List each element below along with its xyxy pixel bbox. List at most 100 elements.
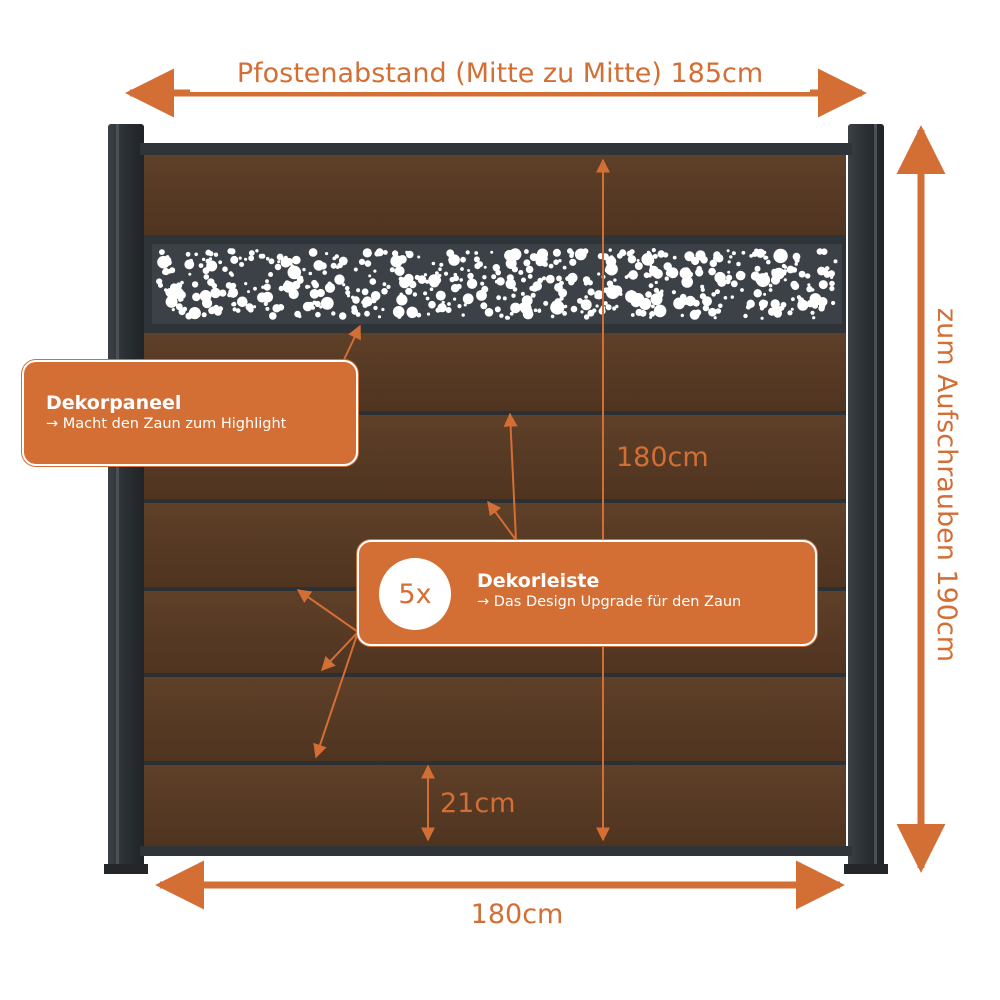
perforation-dot bbox=[496, 295, 501, 301]
perforation-dot bbox=[595, 304, 599, 308]
perforation-dot bbox=[562, 265, 567, 270]
perforation-dot bbox=[381, 307, 385, 312]
perforation-dot bbox=[480, 302, 488, 310]
perforation-dot bbox=[342, 283, 346, 287]
perforation-dot bbox=[255, 249, 259, 253]
perforation-dot bbox=[467, 272, 474, 280]
perforation-dot bbox=[447, 302, 451, 306]
perforation-dot bbox=[389, 267, 395, 273]
perforation-dot bbox=[740, 288, 744, 292]
decor-strip-2 bbox=[144, 499, 846, 503]
perforation-dot bbox=[582, 276, 591, 284]
perforation-dot bbox=[481, 285, 489, 293]
perforation-dot bbox=[218, 260, 223, 265]
perforation-dot bbox=[626, 250, 633, 257]
perforation-dot bbox=[550, 314, 555, 319]
perforation-dot bbox=[324, 282, 336, 293]
perforation-dot bbox=[247, 290, 250, 294]
perforation-dot bbox=[582, 248, 589, 255]
perforation-dot bbox=[527, 274, 533, 279]
perforation-dot bbox=[523, 306, 526, 310]
perforation-dot bbox=[315, 311, 321, 318]
perforation-dot bbox=[462, 293, 474, 305]
perforation-dot bbox=[645, 291, 652, 298]
perforation-dot bbox=[263, 301, 268, 306]
perforation-dot bbox=[364, 260, 372, 267]
perforation-dot bbox=[268, 272, 274, 277]
perforation-dot bbox=[755, 276, 764, 284]
perforation-dot bbox=[494, 306, 501, 313]
perforation-dot bbox=[700, 255, 708, 264]
perforation-dot bbox=[239, 262, 245, 267]
perforation-dot bbox=[282, 281, 295, 293]
perforation-dot bbox=[580, 299, 592, 311]
perforation-dot bbox=[829, 280, 835, 287]
perforation-dot bbox=[394, 269, 399, 274]
perforation-dot bbox=[169, 267, 176, 274]
perforation-dot bbox=[174, 294, 179, 298]
perforation-dot bbox=[725, 278, 731, 285]
perforation-dot bbox=[730, 280, 738, 288]
perforation-dot bbox=[308, 271, 313, 276]
perforation-dot bbox=[768, 307, 777, 316]
perforation-dot bbox=[184, 259, 195, 270]
perforation-dot bbox=[439, 262, 444, 267]
perforation-dot bbox=[188, 307, 201, 320]
perforation-dot bbox=[746, 299, 755, 308]
perforation-dot bbox=[762, 250, 767, 255]
perforation-dot bbox=[709, 259, 717, 268]
right-post bbox=[844, 124, 888, 874]
perforation-dot bbox=[175, 282, 183, 289]
perforation-dot bbox=[308, 248, 318, 257]
perforation-dot bbox=[287, 265, 302, 280]
perforation-dot bbox=[394, 266, 405, 276]
perforation-dot bbox=[741, 250, 746, 255]
perforation-dot bbox=[228, 271, 233, 276]
decor-strip-title: Dekorleiste bbox=[477, 570, 600, 592]
perforation-dot bbox=[811, 288, 815, 292]
perforation-dot bbox=[736, 261, 741, 267]
perforation-dot bbox=[467, 281, 473, 287]
decor-strip-5 bbox=[144, 761, 846, 765]
perforation-dot bbox=[443, 271, 449, 276]
perforation-dot bbox=[305, 284, 310, 289]
perforation-dot bbox=[639, 309, 647, 317]
perforation-dot bbox=[543, 300, 549, 306]
perforation-dot bbox=[634, 262, 643, 270]
perforation-dot bbox=[467, 269, 471, 272]
perforation-dot bbox=[673, 297, 685, 310]
perforation-dot bbox=[695, 268, 704, 277]
perforation-dot bbox=[569, 258, 577, 266]
board-height-label: 21cm bbox=[440, 788, 516, 819]
perforation-dot bbox=[474, 263, 481, 270]
perforation-dot bbox=[783, 265, 788, 269]
perforation-dot bbox=[770, 299, 780, 309]
perforation-dot bbox=[316, 288, 325, 298]
perforation-dot bbox=[609, 255, 614, 260]
perforation-dot bbox=[171, 308, 175, 312]
perforation-dot bbox=[512, 287, 518, 292]
perforation-dot bbox=[792, 252, 801, 261]
perforation-dot bbox=[649, 315, 653, 319]
perforation-dot bbox=[499, 313, 504, 318]
perforation-dot bbox=[358, 258, 366, 265]
perforation-dot bbox=[231, 302, 235, 307]
perforation-dot bbox=[373, 269, 377, 273]
perforation-dot bbox=[754, 248, 759, 253]
perforation-dot bbox=[805, 273, 811, 279]
perforation-dot bbox=[696, 265, 702, 272]
perforation-dot bbox=[232, 307, 237, 312]
perforation-dot bbox=[280, 257, 291, 268]
perforation-dot bbox=[538, 262, 543, 267]
perforation-dot bbox=[312, 281, 320, 289]
perforation-dot bbox=[235, 308, 241, 313]
perforation-dot bbox=[743, 313, 748, 319]
decor-strip-subtitle: → Das Design Upgrade für den Zaun bbox=[477, 594, 742, 610]
perforation-dot bbox=[692, 299, 700, 307]
perforation-dot bbox=[416, 312, 422, 318]
perforation-dot bbox=[265, 256, 270, 261]
perforation-dot bbox=[292, 255, 301, 265]
perforation-dot bbox=[429, 287, 434, 292]
perforation-dot bbox=[552, 248, 561, 257]
perforation-dot bbox=[406, 306, 418, 318]
